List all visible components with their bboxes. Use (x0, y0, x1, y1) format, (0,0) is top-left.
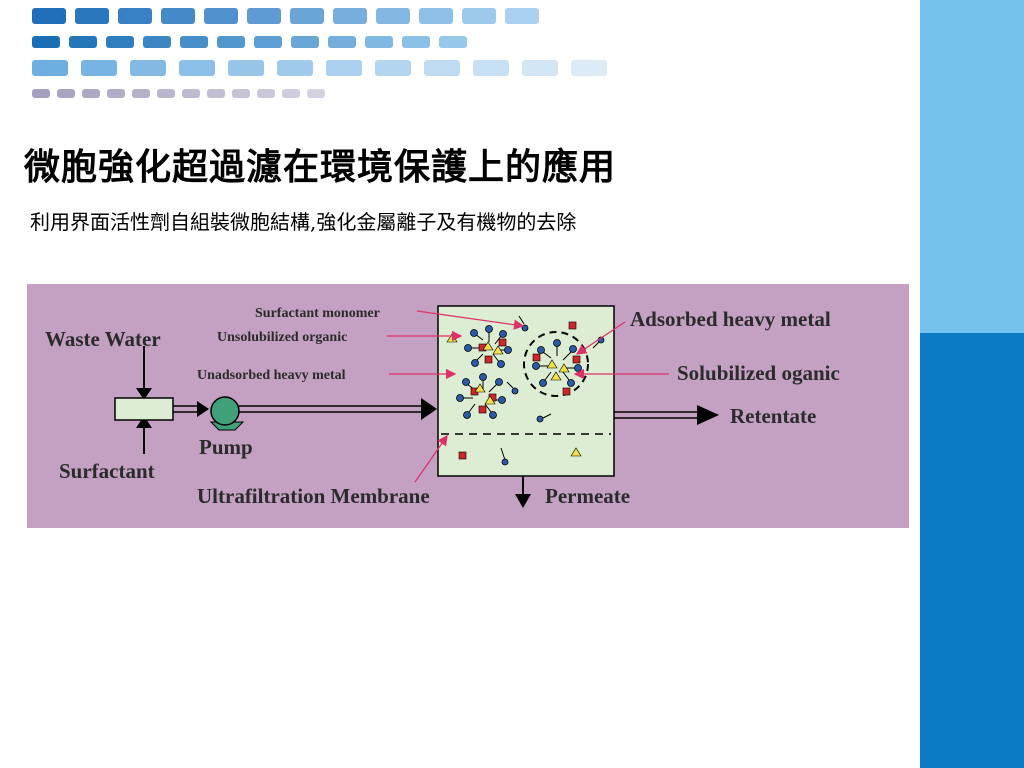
decorative-tile (439, 36, 467, 48)
decorative-tile (375, 60, 411, 76)
decorative-tile (419, 8, 453, 24)
decorative-tile (282, 89, 300, 98)
label-unsolubilized-organic: Unsolubilized organic (217, 330, 347, 345)
decorative-tile (118, 8, 152, 24)
decorative-tile (328, 36, 356, 48)
decorative-tile (143, 36, 171, 48)
label-ultrafiltration-membrane: Ultrafiltration Membrane (197, 484, 430, 508)
decorative-tile (32, 8, 66, 24)
decorative-tile (217, 36, 245, 48)
decorative-tile (424, 60, 460, 76)
decorative-tile (291, 36, 319, 48)
decorative-tile (161, 8, 195, 24)
decorative-tile (75, 8, 109, 24)
decorative-tile (247, 8, 281, 24)
decorative-tile (254, 36, 282, 48)
decorative-tile (32, 89, 50, 98)
decorative-tile (32, 60, 68, 76)
ultrafiltration-tank (437, 305, 615, 477)
decorative-tile (57, 89, 75, 98)
decorative-tile (32, 36, 60, 48)
decorative-tile (571, 60, 607, 76)
decorative-tile (307, 89, 325, 98)
decorative-tile (204, 8, 238, 24)
micelle-cluster-left (446, 325, 512, 419)
label-adsorbed-heavy-metal: Adsorbed heavy metal (630, 307, 831, 331)
pointer-lines (387, 310, 669, 483)
decorative-tile (82, 89, 100, 98)
decorative-tile (326, 60, 362, 76)
accent-bar-light (920, 0, 1024, 333)
decorative-tile (107, 89, 125, 98)
label-surfactant-monomer: Surfactant monomer (255, 306, 380, 321)
decorative-tile (132, 89, 150, 98)
decorative-tile (69, 36, 97, 48)
decorative-tile (232, 89, 250, 98)
slide-subtitle: 利用界面活性劑自組裝微胞結構,強化金屬離子及有機物的去除 (30, 210, 577, 234)
label-retentate: Retentate (730, 404, 816, 428)
decorative-tile (106, 36, 134, 48)
decorative-tile (290, 8, 324, 24)
accent-bar-dark (920, 333, 1024, 768)
decorative-tile (180, 36, 208, 48)
label-solubilized-organic: Solubilized oganic (677, 361, 840, 385)
decorative-tile (473, 60, 509, 76)
decorative-tile (207, 89, 225, 98)
decorative-tile (402, 36, 430, 48)
label-unadsorbed-heavy-metal: Unadsorbed heavy metal (197, 368, 346, 383)
decorative-tile (365, 36, 393, 48)
label-pump: Pump (199, 435, 253, 459)
decorative-tile (522, 60, 558, 76)
decorative-tile (130, 60, 166, 76)
decorative-tile (157, 89, 175, 98)
decorative-tile (333, 8, 367, 24)
decorative-tile (257, 89, 275, 98)
decorative-tile (179, 60, 215, 76)
decorative-tile (376, 8, 410, 24)
decorative-tile (182, 89, 200, 98)
label-permeate: Permeate (545, 484, 630, 508)
mixer-box (114, 397, 174, 421)
slide-title: 微胞強化超過濾在環境保護上的應用 (24, 146, 617, 188)
label-waste-water: Waste Water (45, 327, 161, 351)
pump-icon (210, 396, 240, 426)
decorative-tile (505, 8, 539, 24)
decorative-tile (81, 60, 117, 76)
decorative-tile (228, 60, 264, 76)
decorative-tile (277, 60, 313, 76)
decorative-tile (462, 8, 496, 24)
label-surfactant: Surfactant (59, 459, 155, 483)
micellar-ultrafiltration-diagram: Waste Water Surfactant Pump Surfactant m… (27, 284, 909, 528)
micelle-cluster-right (523, 321, 589, 397)
